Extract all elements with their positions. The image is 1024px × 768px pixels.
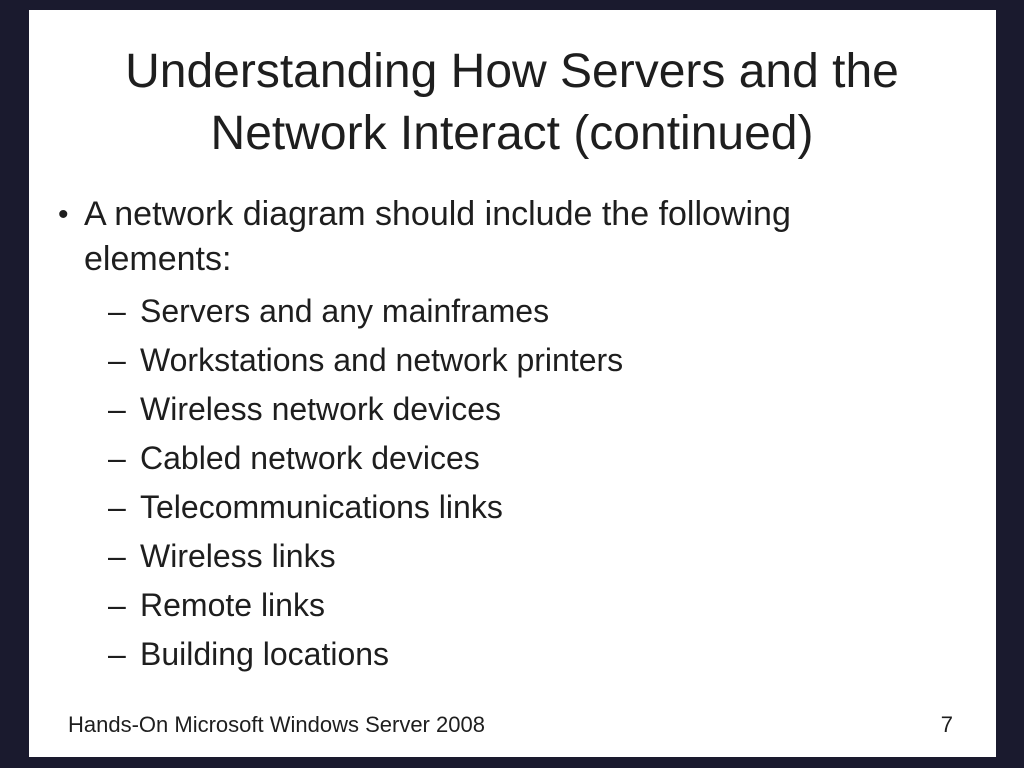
sub-bullet-item: – Remote links: [108, 581, 908, 630]
slide-title-line-2: Network Interact (continued): [210, 107, 814, 160]
sub-bullet-text: Remote links: [140, 587, 325, 623]
dash-marker-icon: –: [108, 391, 126, 427]
sub-bullet-item: – Servers and any mainframes: [108, 287, 908, 336]
sub-bullet-text: Wireless network devices: [140, 391, 501, 427]
sub-bullet-text: Servers and any mainframes: [140, 293, 550, 329]
dash-marker-icon: –: [108, 489, 126, 525]
bullet-item-main: • A network diagram should include the f…: [58, 192, 880, 282]
dash-marker-icon: –: [108, 587, 126, 623]
sub-bullet-item: – Wireless links: [108, 532, 908, 581]
sub-bullet-item: – Wireless network devices: [108, 385, 908, 434]
sub-bullet-text: Building locations: [140, 636, 390, 672]
bullet-marker-icon: •: [58, 198, 69, 231]
sub-bullet-text: Wireless links: [140, 538, 336, 574]
dash-marker-icon: –: [108, 342, 126, 378]
slide-title-line-1: Understanding How Servers and the: [125, 45, 899, 98]
sub-bullet-item: – Building locations: [108, 630, 908, 679]
sub-bullet-text: Workstations and network printers: [140, 342, 624, 378]
footer-course-title: Hands-On Microsoft Windows Server 2008: [68, 712, 485, 737]
sub-bullet-item: – Cabled network devices: [108, 434, 908, 483]
sub-bullet-list: – Servers and any mainframes – Workstati…: [108, 287, 908, 679]
sub-bullet-item: – Workstations and network printers: [108, 336, 908, 385]
dash-marker-icon: –: [108, 293, 126, 329]
dash-marker-icon: –: [108, 538, 126, 574]
bullet-text: A network diagram should include the fol…: [84, 195, 791, 278]
dash-marker-icon: –: [108, 636, 126, 672]
dash-marker-icon: –: [108, 440, 126, 476]
slide-title: Understanding How Servers and the Networ…: [0, 41, 1024, 165]
sub-bullet-text: Telecommunications links: [140, 489, 503, 525]
page-number: 7: [940, 712, 953, 737]
sub-bullet-text: Cabled network devices: [140, 440, 480, 476]
sub-bullet-item: – Telecommunications links: [108, 483, 908, 532]
